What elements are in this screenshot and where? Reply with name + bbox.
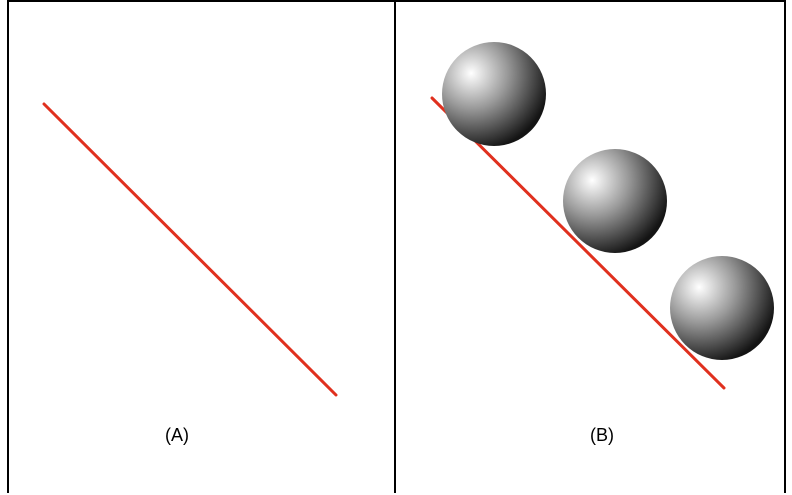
sphere xyxy=(563,149,667,253)
incline-line xyxy=(42,102,338,397)
incline-line xyxy=(430,96,726,390)
panel-a: (A) xyxy=(7,0,396,493)
panel-label-b: (B) xyxy=(590,425,614,445)
sphere xyxy=(442,42,546,146)
panel-a-drawing xyxy=(42,102,338,397)
sphere xyxy=(670,256,774,360)
panel-label-a: (A) xyxy=(165,425,189,445)
panel-b: (B) xyxy=(394,0,786,493)
panel-b-drawing xyxy=(430,42,774,390)
